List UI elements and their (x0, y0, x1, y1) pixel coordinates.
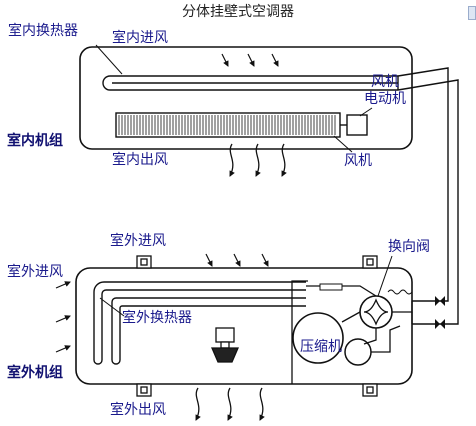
outdoor-fan-motor (211, 327, 239, 363)
indoor-hx-pointer (95, 44, 123, 75)
reversing-valve (359, 295, 393, 329)
outdoor-air-in-top-arrows (205, 253, 269, 267)
outdoor-air-out-arrows (195, 387, 265, 421)
compressor-body (292, 312, 344, 364)
fan-motor-box (346, 114, 368, 136)
outdoor-air-in-left-label: 室外进风 (7, 264, 63, 280)
indoor-air-in-label: 室内进风 (112, 30, 168, 46)
fan-label: 风机 (344, 153, 372, 169)
indoor-fan-body (115, 112, 341, 138)
outdoor-heat-exchanger (93, 281, 306, 365)
outdoor-hx-pointer (99, 297, 125, 317)
fan-motor-label: 风机 电动机 (364, 74, 406, 108)
compressor-label: 压缩机 (300, 339, 342, 355)
indoor-air-in-arrows (221, 53, 279, 67)
indoor-heat-exchanger (102, 75, 399, 91)
outdoor-air-out-label: 室外出风 (110, 402, 166, 418)
outdoor-piping (306, 285, 413, 353)
outdoor-heat-exchanger-label: 室外换热器 (122, 310, 192, 326)
indoor-air-out-label: 室内出风 (112, 152, 168, 168)
indoor-unit-casing (79, 46, 413, 150)
indoor-unit-label: 室内机组 (7, 133, 63, 149)
mounting-feet (136, 255, 378, 397)
expansion-capillary (319, 283, 413, 295)
outdoor-air-in-top-label: 室外进风 (110, 233, 166, 249)
fan-pointer (333, 135, 353, 153)
outdoor-unit-casing (75, 267, 413, 385)
outdoor-partition (291, 280, 308, 384)
connecting-pipes (397, 67, 459, 325)
fan-motor-pointer (359, 107, 373, 117)
service-valves (435, 296, 445, 329)
valve-pointer (377, 255, 393, 297)
indoor-air-out-arrows (229, 143, 287, 177)
reversing-valve-label: 换向阀 (388, 239, 430, 255)
diagram-title: 分体挂壁式空调器 (182, 4, 294, 20)
scrollbar-tab-icon[interactable] (468, 6, 476, 20)
indoor-heat-exchanger-label: 室内换热器 (8, 23, 78, 39)
outdoor-air-in-left-arrows (55, 281, 71, 353)
outdoor-unit-label: 室外机组 (7, 365, 63, 381)
